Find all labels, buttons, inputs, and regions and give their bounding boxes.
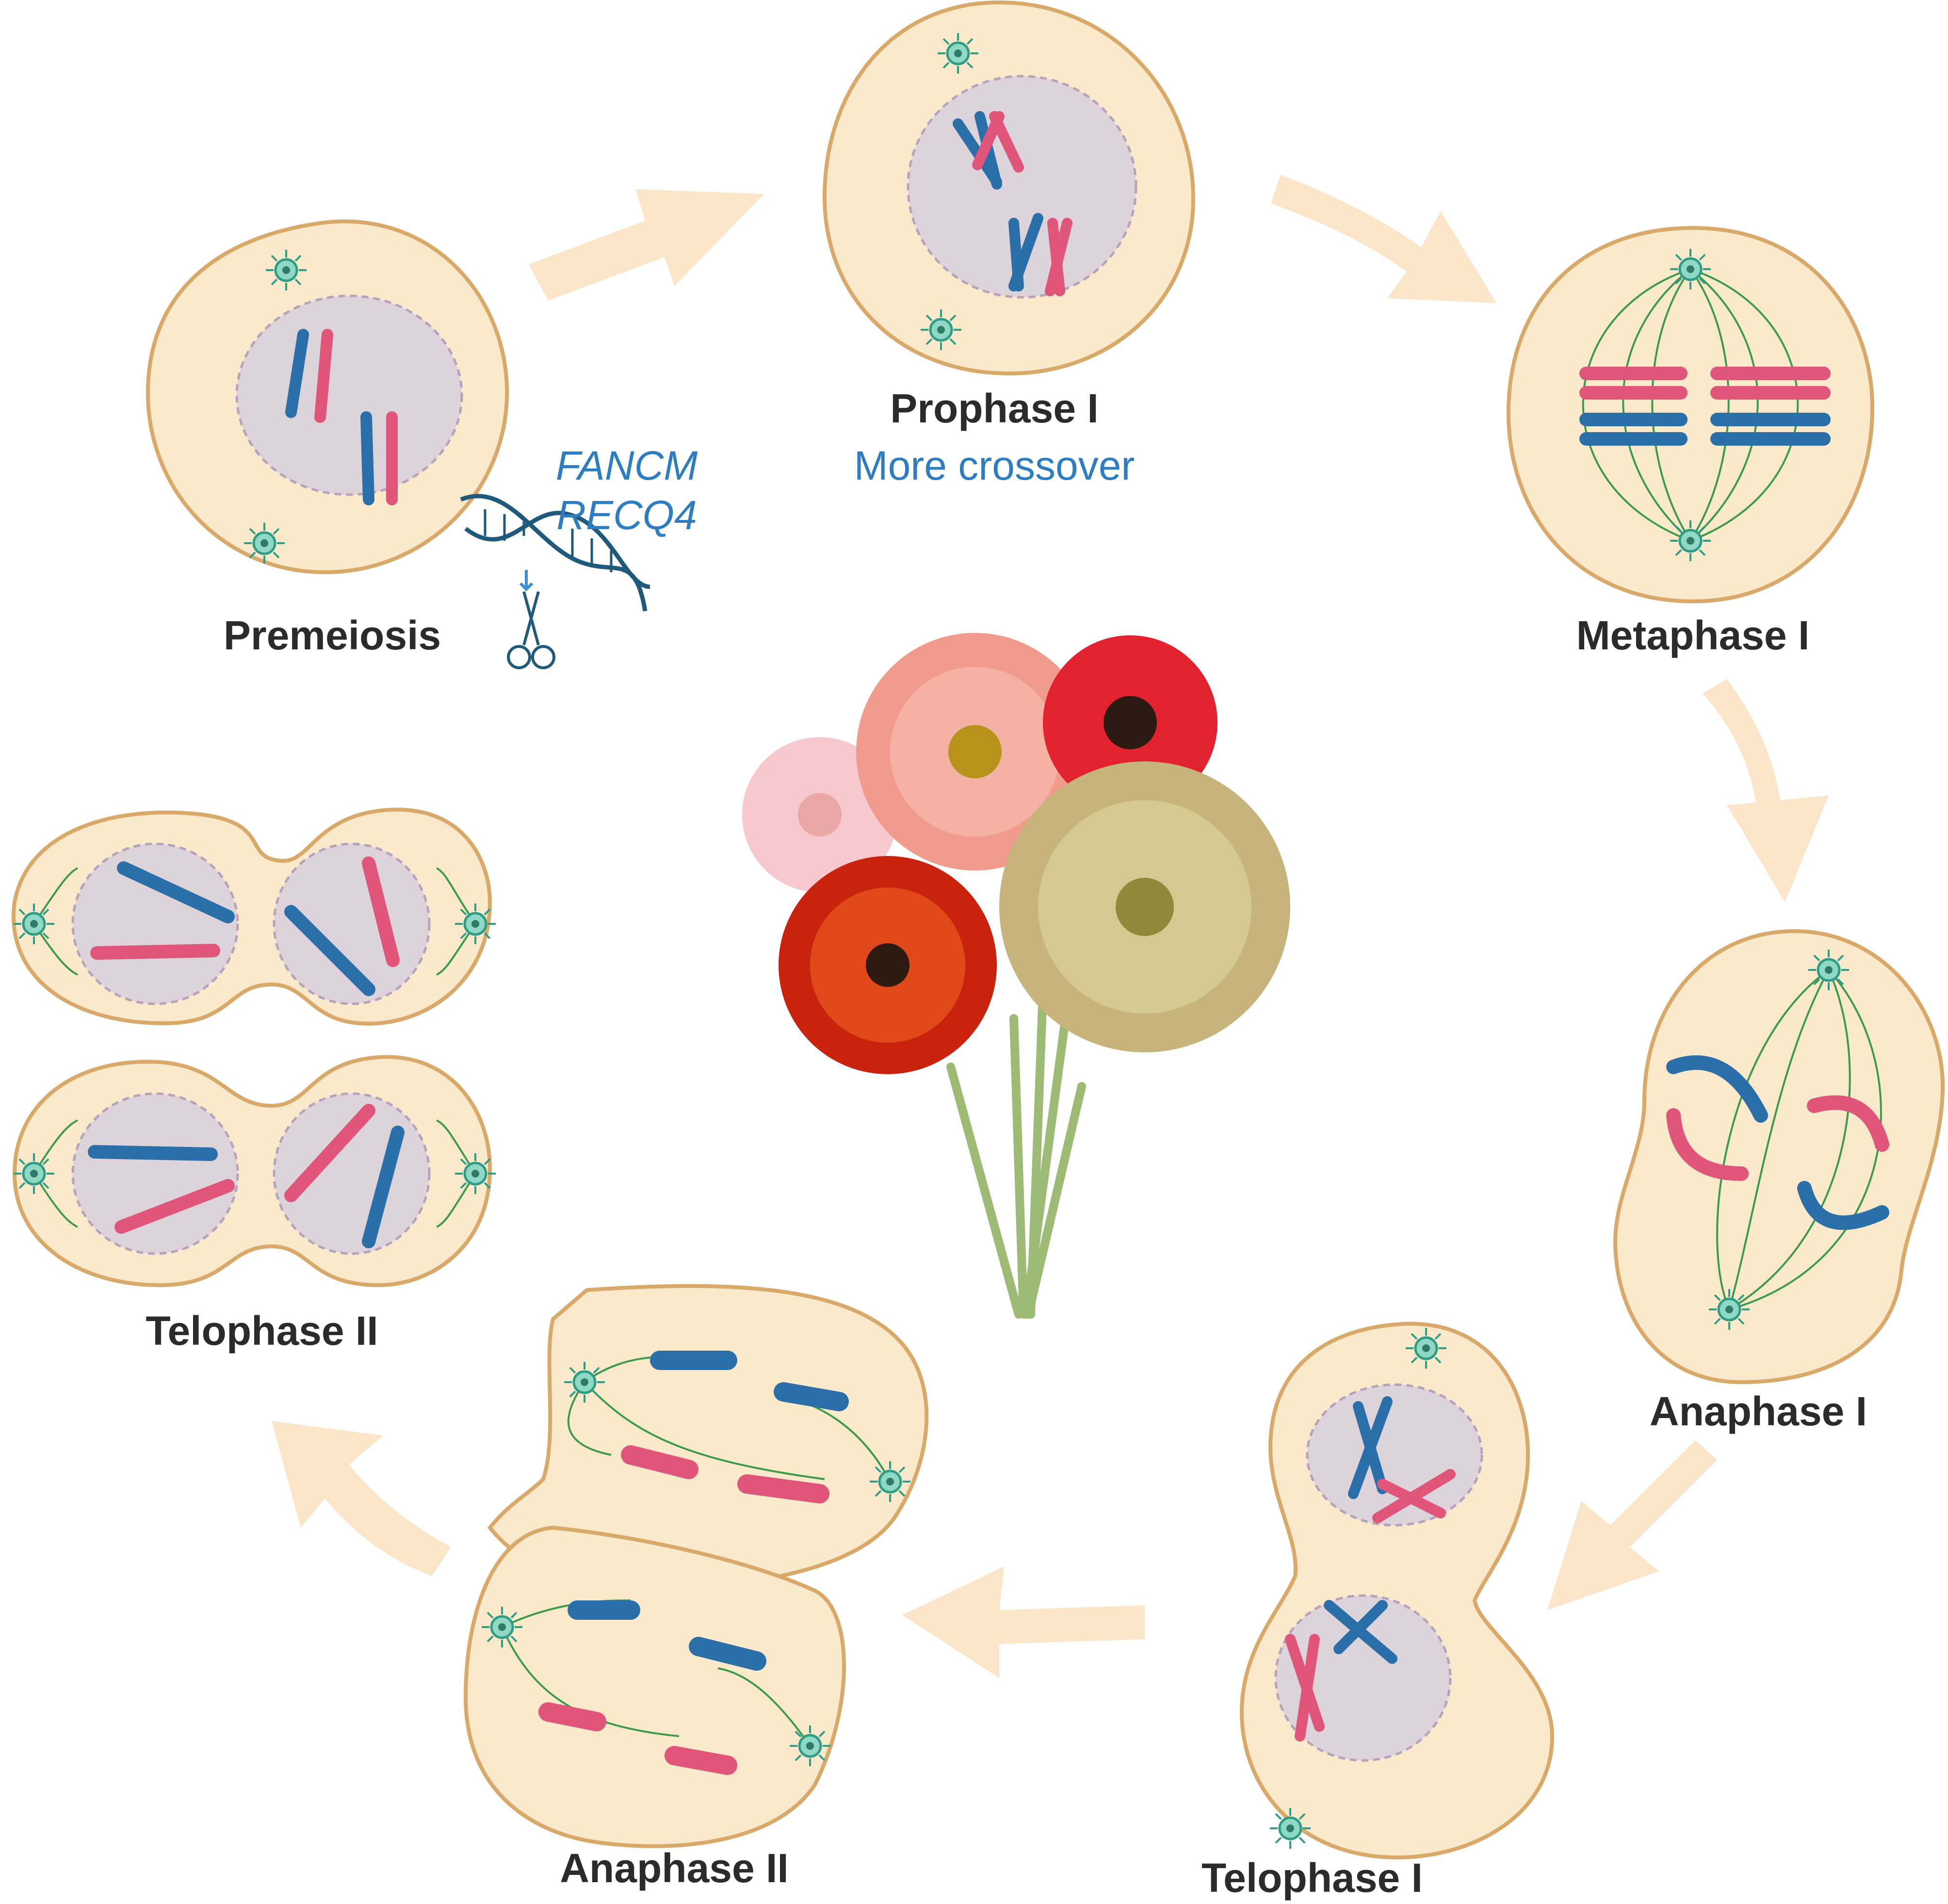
metaphase1-cell [1506, 226, 1875, 604]
label-telophase2: Telophase II [146, 1308, 378, 1354]
telophase1-cell [1239, 1322, 1555, 1860]
arrow-prophase-to-metaphase [1271, 175, 1496, 303]
label-gene-recq4: RECQ4 [556, 492, 697, 538]
label-more-crossover: More crossover [854, 443, 1135, 488]
label-premeiosis: Premeiosis [223, 613, 441, 658]
label-gene-fancm: FANCM [555, 443, 698, 488]
arrow-metaphase-to-anaphase [1703, 679, 1829, 902]
flower-bouquet-icon [742, 633, 1290, 1319]
label-anaphase2: Anaphase II [560, 1845, 789, 1891]
spindle-fibers [1582, 268, 1799, 542]
label-telophase1: Telophase I [1201, 1855, 1423, 1901]
telophase2-cells [12, 807, 496, 1288]
arrow-telophase-to-anaphase2 [902, 1566, 1145, 1678]
dna-icon [460, 494, 650, 612]
label-prophase1: Prophase I [890, 386, 1099, 431]
arrow-anaphase-to-telophase [1547, 1440, 1717, 1610]
cycle-arrows [272, 175, 1829, 1678]
anaphase2-cells [463, 1284, 929, 1848]
arrow-anaphase2-to-telophase2 [272, 1421, 451, 1576]
label-anaphase1: Anaphase I [1649, 1388, 1867, 1434]
prophase1-cell [822, 0, 1196, 376]
arrow-premeiosis-to-prophase [529, 189, 764, 301]
scissors-icon [507, 570, 555, 669]
premeiosis-cell [146, 219, 650, 669]
anaphase1-cell [1613, 929, 1945, 1385]
label-metaphase1: Metaphase I [1576, 613, 1810, 658]
